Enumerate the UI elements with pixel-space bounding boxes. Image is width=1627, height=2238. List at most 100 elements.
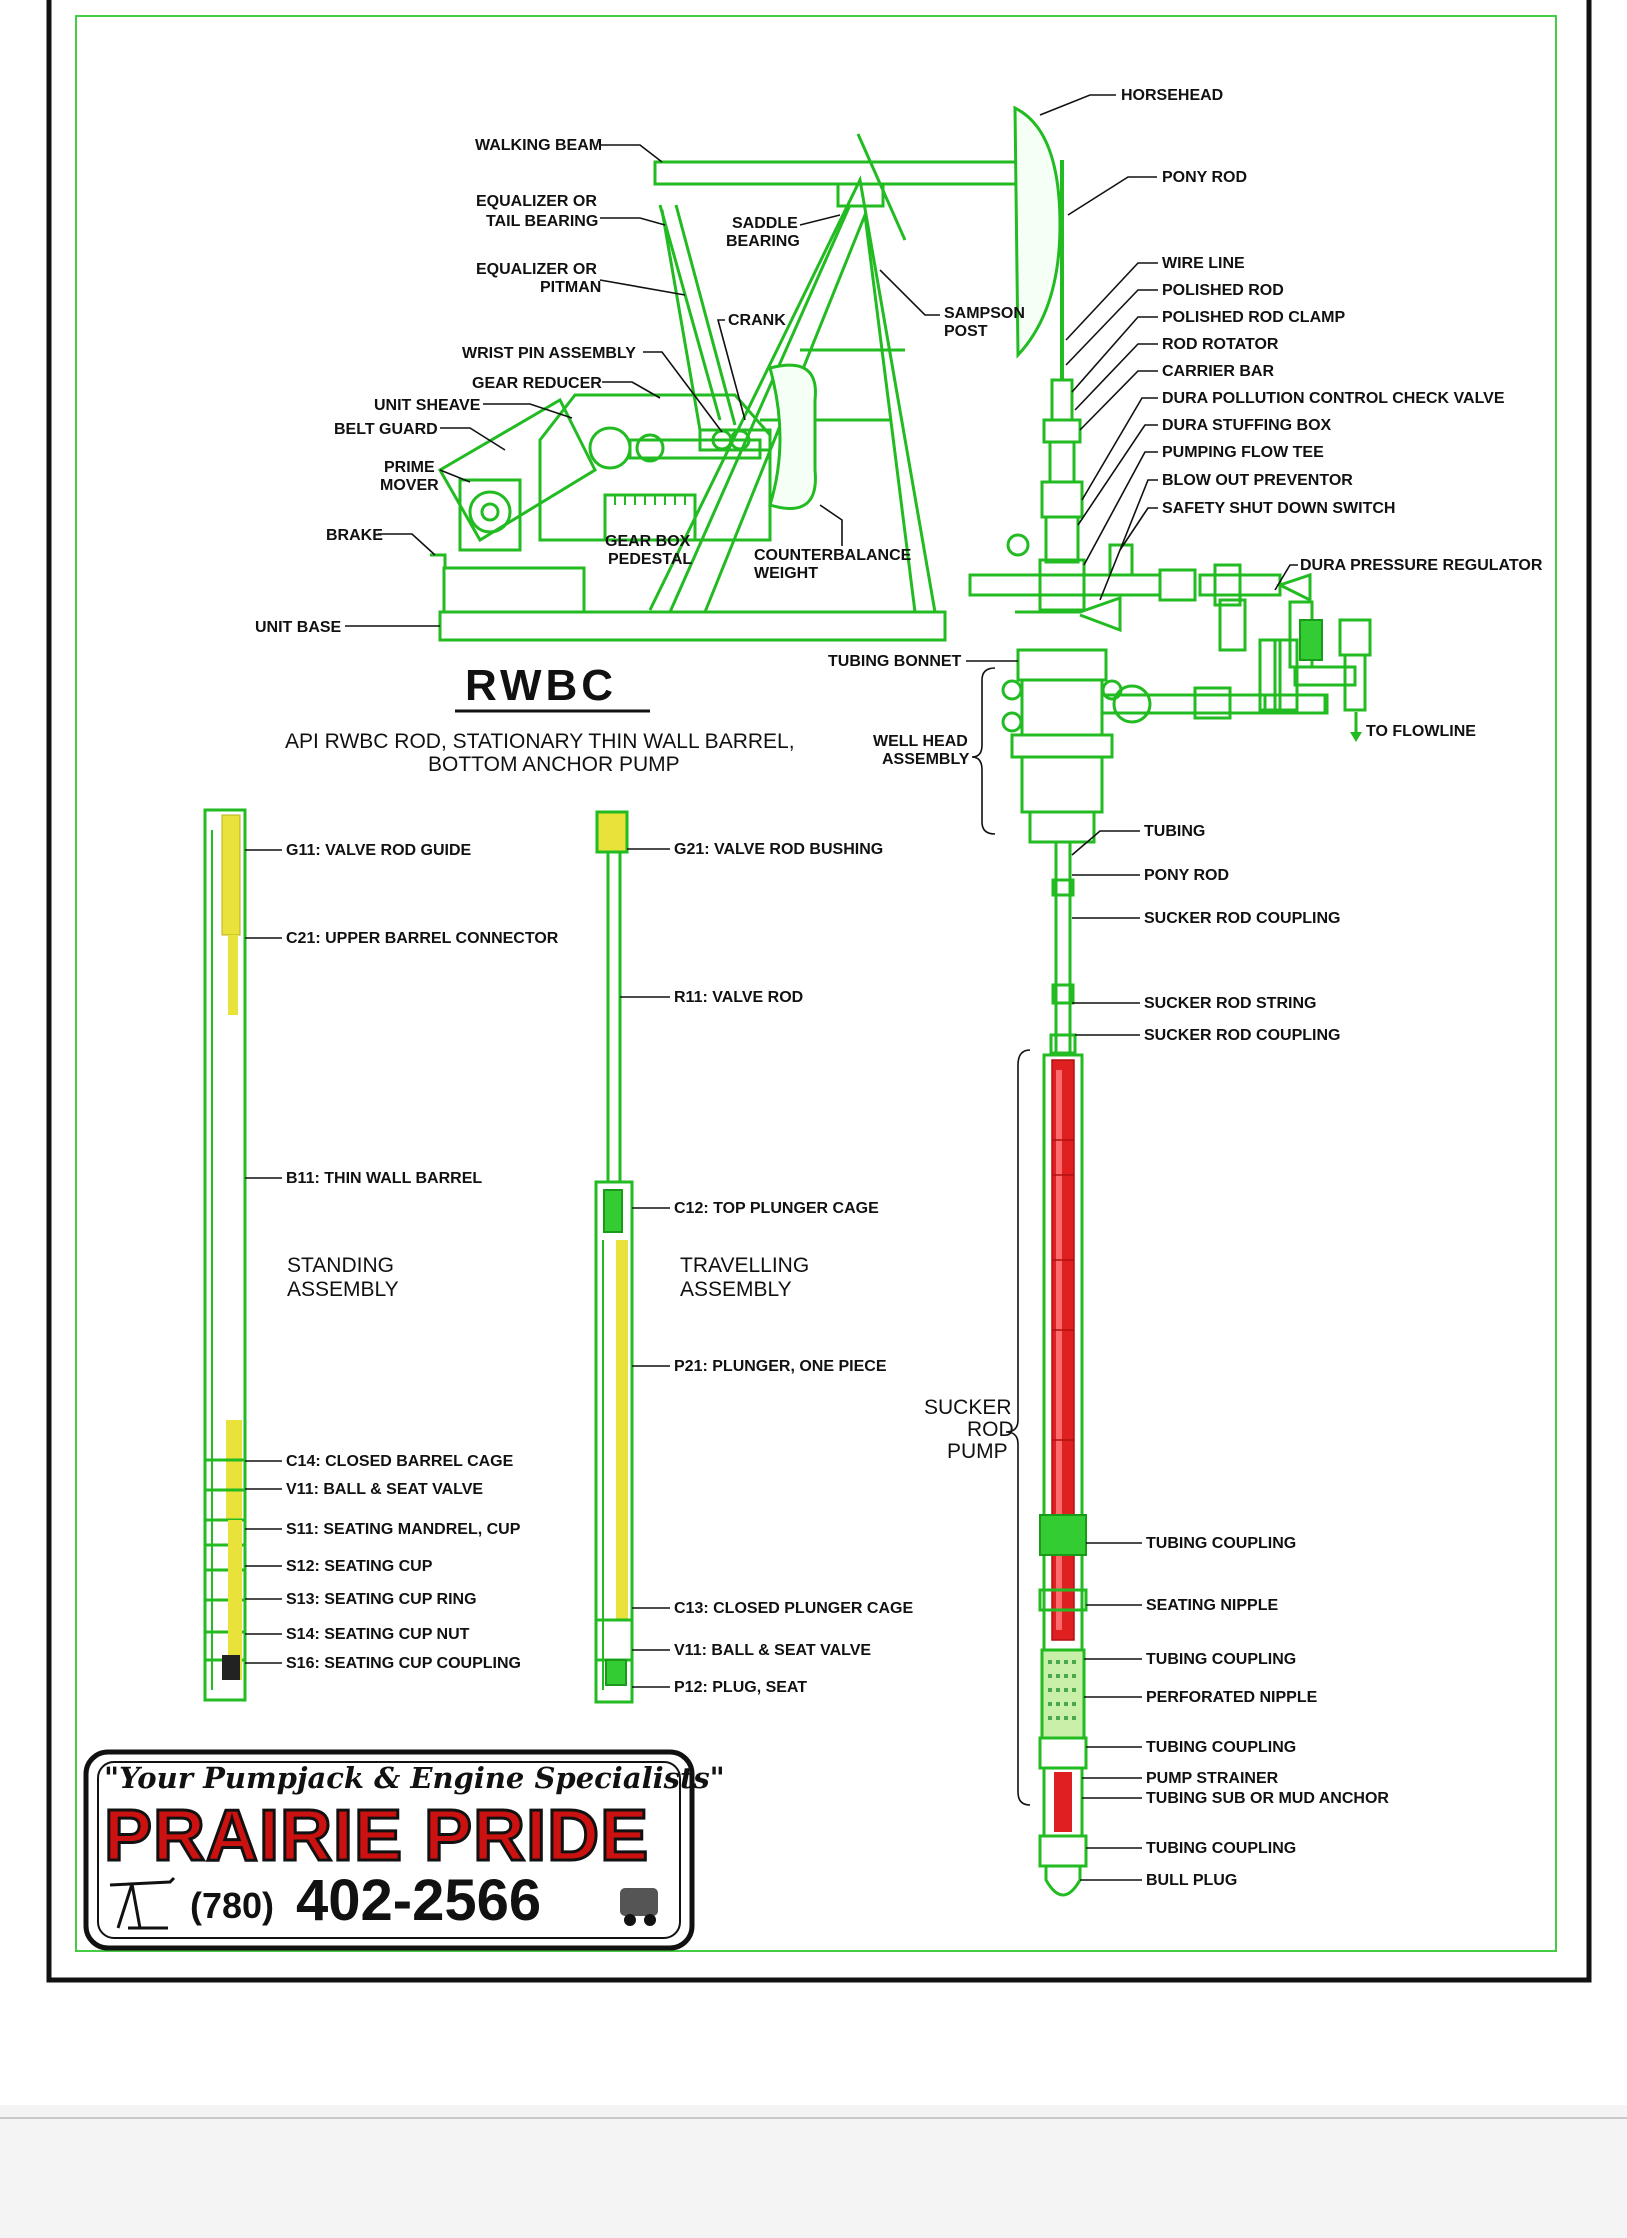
pumpjack-icon (109, 1876, 176, 1930)
label-counterbalance-1: COUNTERBALANCE (754, 547, 912, 564)
label-well-head-2: ASSEMBLY (882, 751, 970, 768)
outer-frame (46, 0, 1592, 1983)
label-brake: BRAKE (326, 527, 383, 544)
pump-brace (1005, 1049, 1031, 1806)
wellhead (968, 160, 1372, 844)
label-rod-rotator: ROD ROTATOR (1162, 336, 1279, 353)
label-srp-3: PUMP (947, 1440, 1008, 1463)
page-title: RWBC (465, 661, 617, 710)
label-horsehead: HORSEHEAD (1121, 87, 1223, 104)
label-polished-rod-clamp: POLISHED ROD CLAMP (1162, 309, 1345, 326)
label-gear-box-1: GEAR BOX (605, 533, 691, 550)
label-pressure-regulator: DURA PRESSURE REGULATOR (1300, 557, 1543, 574)
label-seating-nipple: SEATING NIPPLE (1146, 1597, 1278, 1614)
label-saddle-1: SADDLE (732, 215, 798, 232)
label-safety-shut-down: SAFETY SHUT DOWN SWITCH (1162, 500, 1395, 517)
label-equalizer-tail-1: EQUALIZER OR (476, 193, 597, 210)
prairie-pride-logo: "Your Pumpjack & Engine Specialists" PRA… (83, 1749, 725, 1951)
travelling-title-1: TRAVELLING (680, 1254, 809, 1277)
subtitle-line-2: BOTTOM ANCHOR PUMP (428, 753, 680, 776)
travelling-title-2: ASSEMBLY (680, 1278, 792, 1301)
logo-tagline: "Your Pumpjack & Engine Specialists" (104, 1761, 725, 1795)
label-walking-beam: WALKING BEAM (475, 137, 602, 154)
label-s13: S13: SEATING CUP RING (286, 1591, 477, 1608)
label-sucker-rod-string: SUCKER ROD STRING (1144, 995, 1316, 1012)
label-polished-rod: POLISHED ROD (1162, 282, 1284, 299)
label-wrist-pin: WRIST PIN ASSEMBLY (462, 345, 636, 362)
label-sucker-rod-coupling-1: SUCKER ROD COUPLING (1144, 910, 1340, 927)
label-pollution-check-valve: DURA POLLUTION CONTROL CHECK VALVE (1162, 390, 1505, 407)
label-pony-rod-top: PONY ROD (1162, 169, 1247, 186)
label-tubing-coupling-2: TUBING COUPLING (1146, 1651, 1296, 1668)
label-saddle-2: BEARING (726, 233, 800, 250)
label-pony-rod: PONY ROD (1144, 867, 1229, 884)
label-c21: C21: UPPER BARREL CONNECTOR (286, 930, 559, 947)
label-s16: S16: SEATING CUP COUPLING (286, 1655, 521, 1672)
label-prime-2: MOVER (380, 477, 439, 494)
label-tubing-coupling-4: TUBING COUPLING (1146, 1840, 1296, 1857)
label-sucker-rod-coupling-2: SUCKER ROD COUPLING (1144, 1027, 1340, 1044)
travelling-labels: G21: VALVE ROD BUSHING R11: VALVE ROD C1… (620, 841, 913, 1696)
label-wire-line: WIRE LINE (1162, 255, 1245, 272)
label-equalizer-tail-2: TAIL BEARING (486, 213, 598, 230)
travelling-assembly-drawing (594, 810, 634, 1704)
string-labels: TUBING PONY ROD SUCKER ROD COUPLING SUCK… (924, 823, 1340, 1463)
label-prime-1: PRIME (384, 459, 435, 476)
label-s12: S12: SEATING CUP (286, 1558, 433, 1575)
label-v11-standing: V11: BALL & SEAT VALVE (286, 1481, 483, 1498)
engine-icon (620, 1888, 658, 1926)
label-srp-1: SUCKER (924, 1396, 1012, 1419)
label-well-head-1: WELL HEAD (873, 733, 968, 750)
wellhead-brace (971, 667, 996, 835)
label-perforated-nipple: PERFORATED NIPPLE (1146, 1689, 1318, 1706)
label-pumping-flow-tee: PUMPING FLOW TEE (1162, 444, 1324, 461)
label-srp-2: ROD (967, 1418, 1014, 1441)
label-stuffing-box: DURA STUFFING BOX (1162, 417, 1332, 434)
label-sampson-2: POST (944, 323, 988, 340)
label-s11: S11: SEATING MANDREL, CUP (286, 1521, 521, 1538)
label-c14: C14: CLOSED BARREL CAGE (286, 1453, 514, 1470)
bottom-labels: TUBING COUPLING SEATING NIPPLE TUBING CO… (1080, 1535, 1389, 1889)
label-equalizer-pitman-2: PITMAN (540, 279, 601, 296)
label-s14: S14: SEATING CUP NUT (286, 1626, 470, 1643)
wellhead-labels: WIRE LINE POLISHED ROD POLISHED ROD CLAM… (828, 255, 1543, 768)
label-bull-plug: BULL PLUG (1146, 1872, 1237, 1889)
label-crank: CRANK (728, 312, 786, 329)
label-blow-out-preventor: BLOW OUT PREVENTOR (1162, 472, 1353, 489)
label-b11: B11: THIN WALL BARREL (286, 1170, 482, 1187)
label-v11-travelling: V11: BALL & SEAT VALVE (674, 1642, 871, 1659)
subtitle-line-1: API RWBC ROD, STATIONARY THIN WALL BARRE… (285, 730, 795, 753)
label-counterbalance-2: WEIGHT (754, 565, 818, 582)
label-p21: P21: PLUNGER, ONE PIECE (674, 1358, 887, 1375)
standing-title-2: ASSEMBLY (287, 1278, 399, 1301)
standing-labels: G11: VALVE ROD GUIDE C21: UPPER BARREL C… (245, 842, 559, 1672)
label-tubing-sub: TUBING SUB OR MUD ANCHOR (1146, 1790, 1389, 1807)
label-c13: C13: CLOSED PLUNGER CAGE (674, 1600, 913, 1617)
tubing-string (1038, 842, 1088, 1897)
pumpjack (430, 105, 1062, 642)
label-equalizer-pitman-1: EQUALIZER OR (476, 261, 597, 278)
label-p12: P12: PLUG, SEAT (674, 1679, 807, 1696)
label-g21: G21: VALVE ROD BUSHING (674, 841, 883, 858)
label-c12: C12: TOP PLUNGER CAGE (674, 1200, 879, 1217)
label-tubing-bonnet: TUBING BONNET (828, 653, 962, 670)
standing-assembly-drawing (203, 808, 247, 1702)
standing-title-1: STANDING (287, 1254, 394, 1277)
label-sampson-1: SAMPSON (944, 305, 1025, 322)
label-pump-strainer: PUMP STRAINER (1146, 1770, 1279, 1787)
inner-frame (75, 15, 1557, 1952)
pumpjack-labels: WALKING BEAM EQUALIZER OR TAIL BEARING E… (255, 87, 1247, 636)
label-belt-guard: BELT GUARD (334, 421, 438, 438)
label-carrier-bar: CARRIER BAR (1162, 363, 1274, 380)
logo-phone-area: (780) (190, 1885, 274, 1926)
label-r11: R11: VALVE ROD (674, 989, 803, 1006)
logo-brand: PRAIRIE PRIDE (104, 1796, 649, 1876)
label-gear-reducer: GEAR REDUCER (472, 375, 602, 392)
label-tubing: TUBING (1144, 823, 1205, 840)
logo-phone-number: 402-2566 (296, 1868, 541, 1933)
label-gear-box-2: PEDESTAL (608, 551, 692, 568)
label-g11: G11: VALVE ROD GUIDE (286, 842, 472, 859)
label-unit-sheave: UNIT SHEAVE (374, 397, 481, 414)
label-unit-base: UNIT BASE (255, 619, 342, 636)
